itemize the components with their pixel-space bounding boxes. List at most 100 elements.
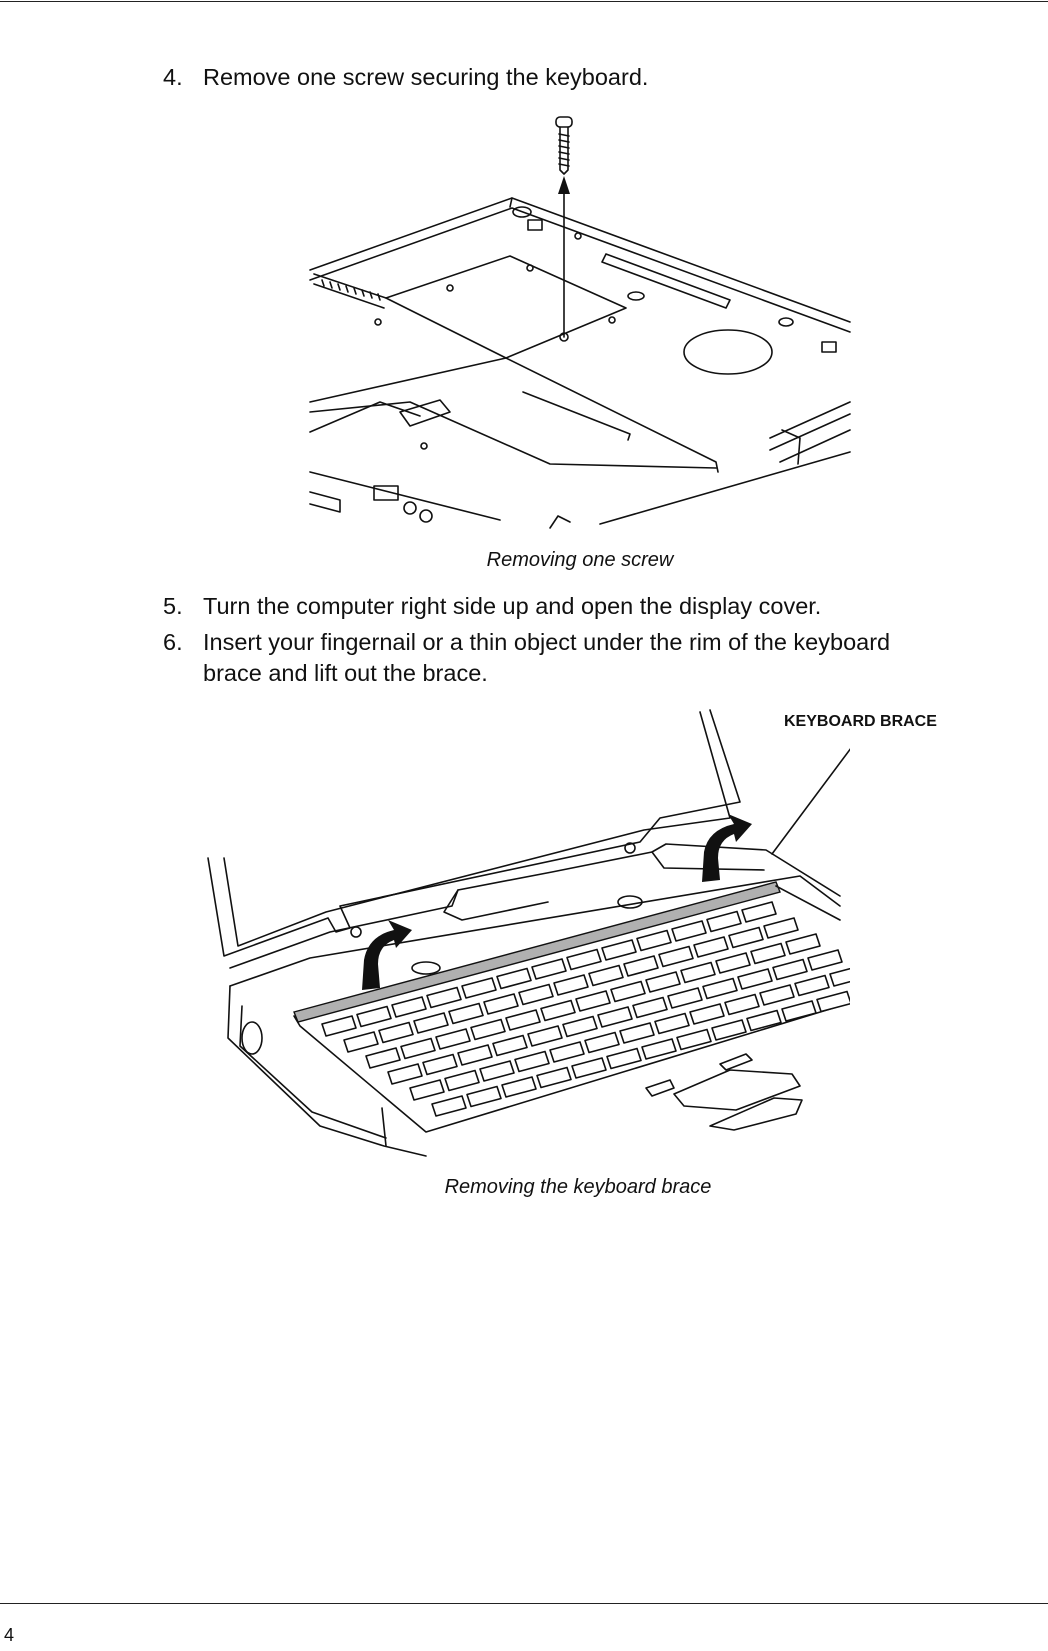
- arrow-up-icon: [558, 176, 570, 338]
- keyboard-key: [566, 948, 602, 971]
- keyboard-key: [527, 1025, 563, 1047]
- keyboard-key: [343, 1031, 379, 1053]
- keyboard-key: [610, 980, 646, 1003]
- keyboard-key: [676, 1028, 712, 1051]
- step-number: 5.: [163, 593, 183, 619]
- keyboard-key: [518, 983, 554, 1006]
- keyboard-key: [689, 1003, 725, 1025]
- lift-arrow-right-icon: [702, 814, 752, 882]
- keyboard-key: [715, 952, 751, 974]
- keyboard-key: [601, 939, 637, 961]
- keyboard-key: [321, 1015, 357, 1037]
- step-5: 5. Turn the computer right side up and o…: [163, 591, 1003, 623]
- keyboard-key: [623, 955, 659, 977]
- keyboard-key: [711, 1019, 747, 1041]
- keyboard-brace-strip: [293, 881, 781, 1023]
- keyboard-key: [549, 1041, 585, 1063]
- step-6: 6. Insert your fingernail or a thin obje…: [163, 627, 1023, 691]
- keyboard-key: [584, 1031, 620, 1054]
- keyboard-key: [588, 964, 624, 987]
- step-text-line2: brace and lift out the brace.: [203, 660, 488, 686]
- keyboard-key: [619, 1022, 655, 1044]
- keyboard-key: [746, 1009, 782, 1032]
- keyboard-key: [772, 958, 808, 981]
- keyboard-key: [693, 936, 729, 958]
- step-text: Turn the computer right side up and open…: [203, 593, 822, 619]
- caption-removing-brace: Removing the keyboard brace: [444, 1176, 712, 1198]
- keyboard-key: [457, 1044, 493, 1066]
- keyboard-key: [575, 990, 611, 1012]
- figure-removing-screw: [309, 116, 851, 529]
- step-text-line1: Insert your fingernail or a thin object …: [203, 629, 891, 655]
- keyboard-key: [680, 961, 716, 984]
- keyboard-key: [741, 901, 777, 923]
- step-text: Remove one screw securing the keyboard.: [203, 64, 649, 90]
- keyboard-key: [781, 1000, 817, 1022]
- keyboard-key: [356, 1005, 392, 1028]
- keyboard-key: [461, 977, 497, 999]
- caption-removing-screw: Removing one screw: [486, 549, 674, 571]
- keyboard-key: [496, 967, 532, 990]
- keyboard-key: [667, 987, 703, 1009]
- keyboard-key: [829, 967, 850, 987]
- top-rule: [0, 1, 1048, 2]
- keyboard-key: [448, 1002, 484, 1025]
- keyboard-key: [658, 945, 694, 968]
- keyboard-key: [794, 974, 830, 997]
- keyboard-keys: [321, 901, 850, 1117]
- keyboard-key: [365, 1047, 401, 1069]
- figure-removing-brace: [207, 709, 850, 1157]
- keyboard-key: [763, 917, 799, 939]
- keyboard-key: [807, 949, 843, 971]
- page-number: 4: [4, 1625, 15, 1645]
- keyboard-key: [671, 920, 707, 942]
- step-4: 4. Remove one screw securing the keyboar…: [163, 62, 983, 94]
- keyboard-key: [645, 971, 681, 993]
- keyboard-key: [531, 958, 567, 980]
- keyboard-key: [553, 974, 589, 996]
- step-number: 4.: [163, 64, 183, 90]
- keyboard-key: [400, 1037, 436, 1060]
- keyboard-key: [505, 1009, 541, 1031]
- keyboard-key: [426, 986, 462, 1009]
- lift-arrow-left-icon: [362, 920, 412, 990]
- keyboard-key: [706, 910, 742, 933]
- keyboard-key: [536, 1066, 572, 1089]
- keyboard-key: [492, 1034, 528, 1057]
- keyboard-key: [413, 1012, 449, 1034]
- keyboard-key: [466, 1085, 502, 1108]
- screw-icon: [555, 116, 573, 175]
- keyboard-key: [387, 1063, 423, 1085]
- keyboard-key: [483, 993, 519, 1015]
- keyboard-key: [571, 1057, 607, 1079]
- keyboard-key: [391, 996, 427, 1018]
- keyboard-key: [470, 1018, 506, 1041]
- keyboard-key: [422, 1053, 458, 1076]
- keyboard-key: [724, 993, 760, 1016]
- keyboard-key: [737, 968, 773, 990]
- keyboard-key: [435, 1028, 471, 1050]
- callout-keyboard-brace: KEYBOARD BRACE: [784, 713, 937, 730]
- keyboard-key: [409, 1079, 445, 1101]
- keyboard-key: [654, 1012, 690, 1035]
- keyboard-key: [479, 1060, 515, 1082]
- keyboard-key: [540, 999, 576, 1022]
- keyboard-key: [431, 1095, 467, 1117]
- bottom-rule: [0, 1603, 1048, 1604]
- keyboard-key: [728, 926, 764, 949]
- keyboard-key: [750, 942, 786, 965]
- keyboard-key: [606, 1047, 642, 1070]
- keyboard-key: [562, 1015, 598, 1038]
- keyboard-key: [632, 996, 668, 1019]
- keyboard-key: [378, 1021, 414, 1044]
- keyboard-key: [785, 933, 821, 955]
- keyboard-key: [514, 1050, 550, 1073]
- keyboard-key: [702, 977, 738, 1000]
- keyboard-key: [641, 1038, 677, 1060]
- step-number: 6.: [163, 629, 183, 655]
- keyboard-key: [444, 1069, 480, 1092]
- keyboard-key: [636, 929, 672, 952]
- keyboard-key: [597, 1006, 633, 1028]
- keyboard-key: [816, 990, 850, 1013]
- keyboard-key: [759, 984, 795, 1006]
